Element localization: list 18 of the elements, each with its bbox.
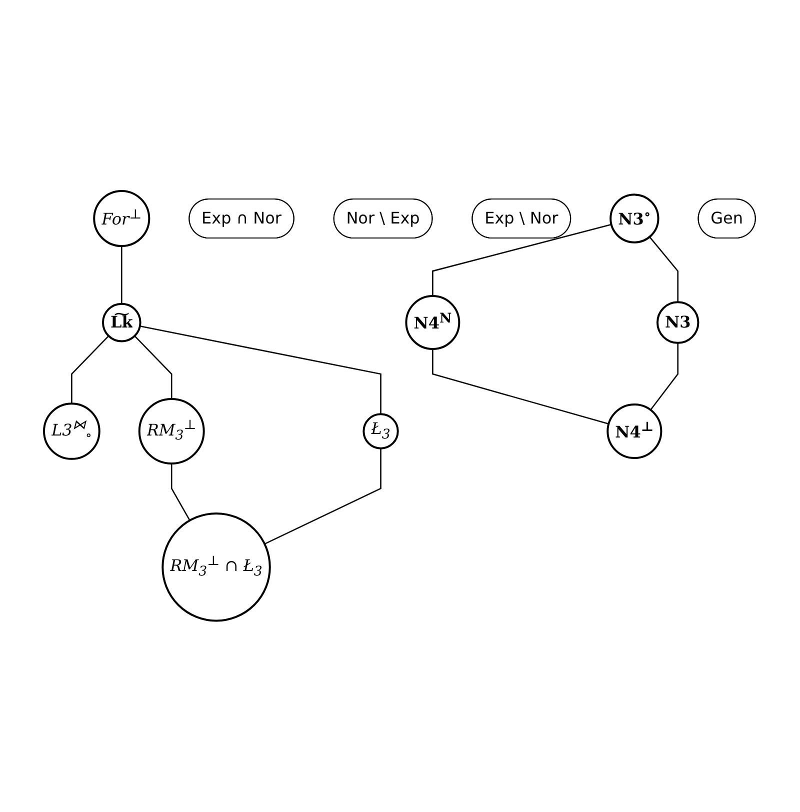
node-circle: RM$_{3}$$^{⊥}$ ∩ Ł$_{3}$ [162,512,272,622]
node-circle: For$^{⊥}$ [93,190,150,248]
connector [140,326,382,414]
node-circle: N4$^{⊥}$ [606,404,662,460]
node-circle: N4$^{N}$ [406,295,460,350]
connector [171,464,191,521]
connector [134,336,173,400]
node-circle: N3 [656,301,700,344]
node-circle: N3$^{∘}$ [610,194,660,244]
connector [432,224,612,296]
connector [71,336,110,404]
connector [650,343,679,410]
node-circle: Ł$_{3}$ [362,413,400,450]
node-circle: L͠k [102,303,142,342]
connector [264,448,382,545]
connector [121,246,123,304]
connector [432,349,610,425]
connector [649,236,679,302]
